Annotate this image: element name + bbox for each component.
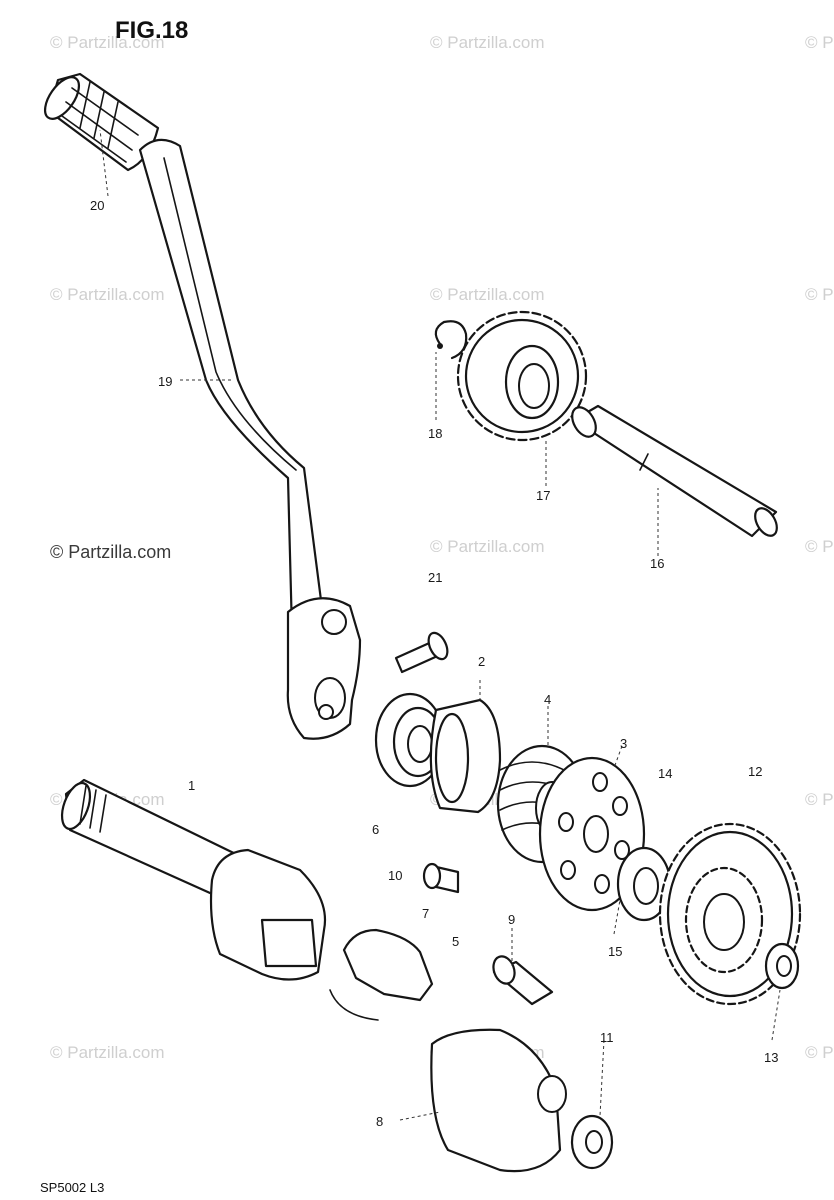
stopper-plate: [430, 1028, 614, 1173]
watermark: © Partzilla.com: [805, 1043, 834, 1062]
callout-11: 11: [600, 1030, 614, 1045]
pedal-bolt: [394, 631, 449, 674]
watermark: © Partzilla.com: [430, 537, 545, 556]
leader-lines: [99, 129, 781, 1121]
callout-15: 15: [608, 944, 622, 959]
callout-10: 10: [388, 868, 402, 883]
callout-3: 3: [620, 736, 627, 751]
callout-21: 21: [428, 570, 442, 585]
watermark: © Partzilla.com: [805, 33, 834, 52]
figure-title: FIG.18: [115, 17, 188, 44]
callout-7: 7: [422, 906, 429, 921]
watermark: © Partzilla.com: [805, 537, 834, 556]
kick-ratchet: [329, 928, 434, 1021]
callout-20: 20: [90, 198, 104, 213]
callout-2: 2: [478, 654, 485, 669]
watermark: © Partzilla.com: [50, 542, 171, 562]
callout-18: 18: [428, 426, 442, 441]
idle-gear-shaft: [571, 404, 778, 538]
diagram-code: SP5002 L3: [40, 1180, 104, 1195]
callout-1: 1: [188, 778, 195, 793]
guide-pin: [422, 862, 460, 894]
callout-13: 13: [764, 1050, 778, 1065]
callout-17: 17: [536, 488, 550, 503]
callout-16: 16: [650, 556, 664, 571]
watermark: © Partzilla.com: [430, 33, 545, 52]
callout-14: 14: [658, 766, 672, 781]
idle-gear: [456, 310, 588, 442]
spacer: [429, 698, 502, 814]
watermark: © Partzilla.com: [50, 33, 165, 52]
callout-19: 19: [158, 374, 172, 389]
watermark: © Partzilla.com: [430, 285, 545, 304]
watermark: © Partzilla.com: [805, 285, 834, 304]
spring-guide: [538, 756, 646, 912]
kick-starter-lever: [138, 138, 362, 740]
kick-driven-gear: [658, 822, 802, 1006]
callout-5: 5: [452, 934, 459, 949]
watermark: © Partzilla.com: [805, 790, 834, 809]
callouts: 20 19 18 17 16 21 2 4 3 14 12 1 6 10 7 5…: [90, 198, 778, 1129]
watermark: © Partzilla.com: [50, 285, 165, 304]
callout-9: 9: [508, 912, 515, 927]
kick-pedal-rubber: [43, 72, 160, 172]
kick-starter-shaft: [60, 778, 326, 981]
stopper-bolt: [492, 955, 554, 1006]
callout-12: 12: [748, 764, 762, 779]
callout-8: 8: [376, 1114, 383, 1129]
callout-6: 6: [372, 822, 379, 837]
callout-4: 4: [544, 692, 551, 707]
watermark: © Partzilla.com: [50, 1043, 165, 1062]
